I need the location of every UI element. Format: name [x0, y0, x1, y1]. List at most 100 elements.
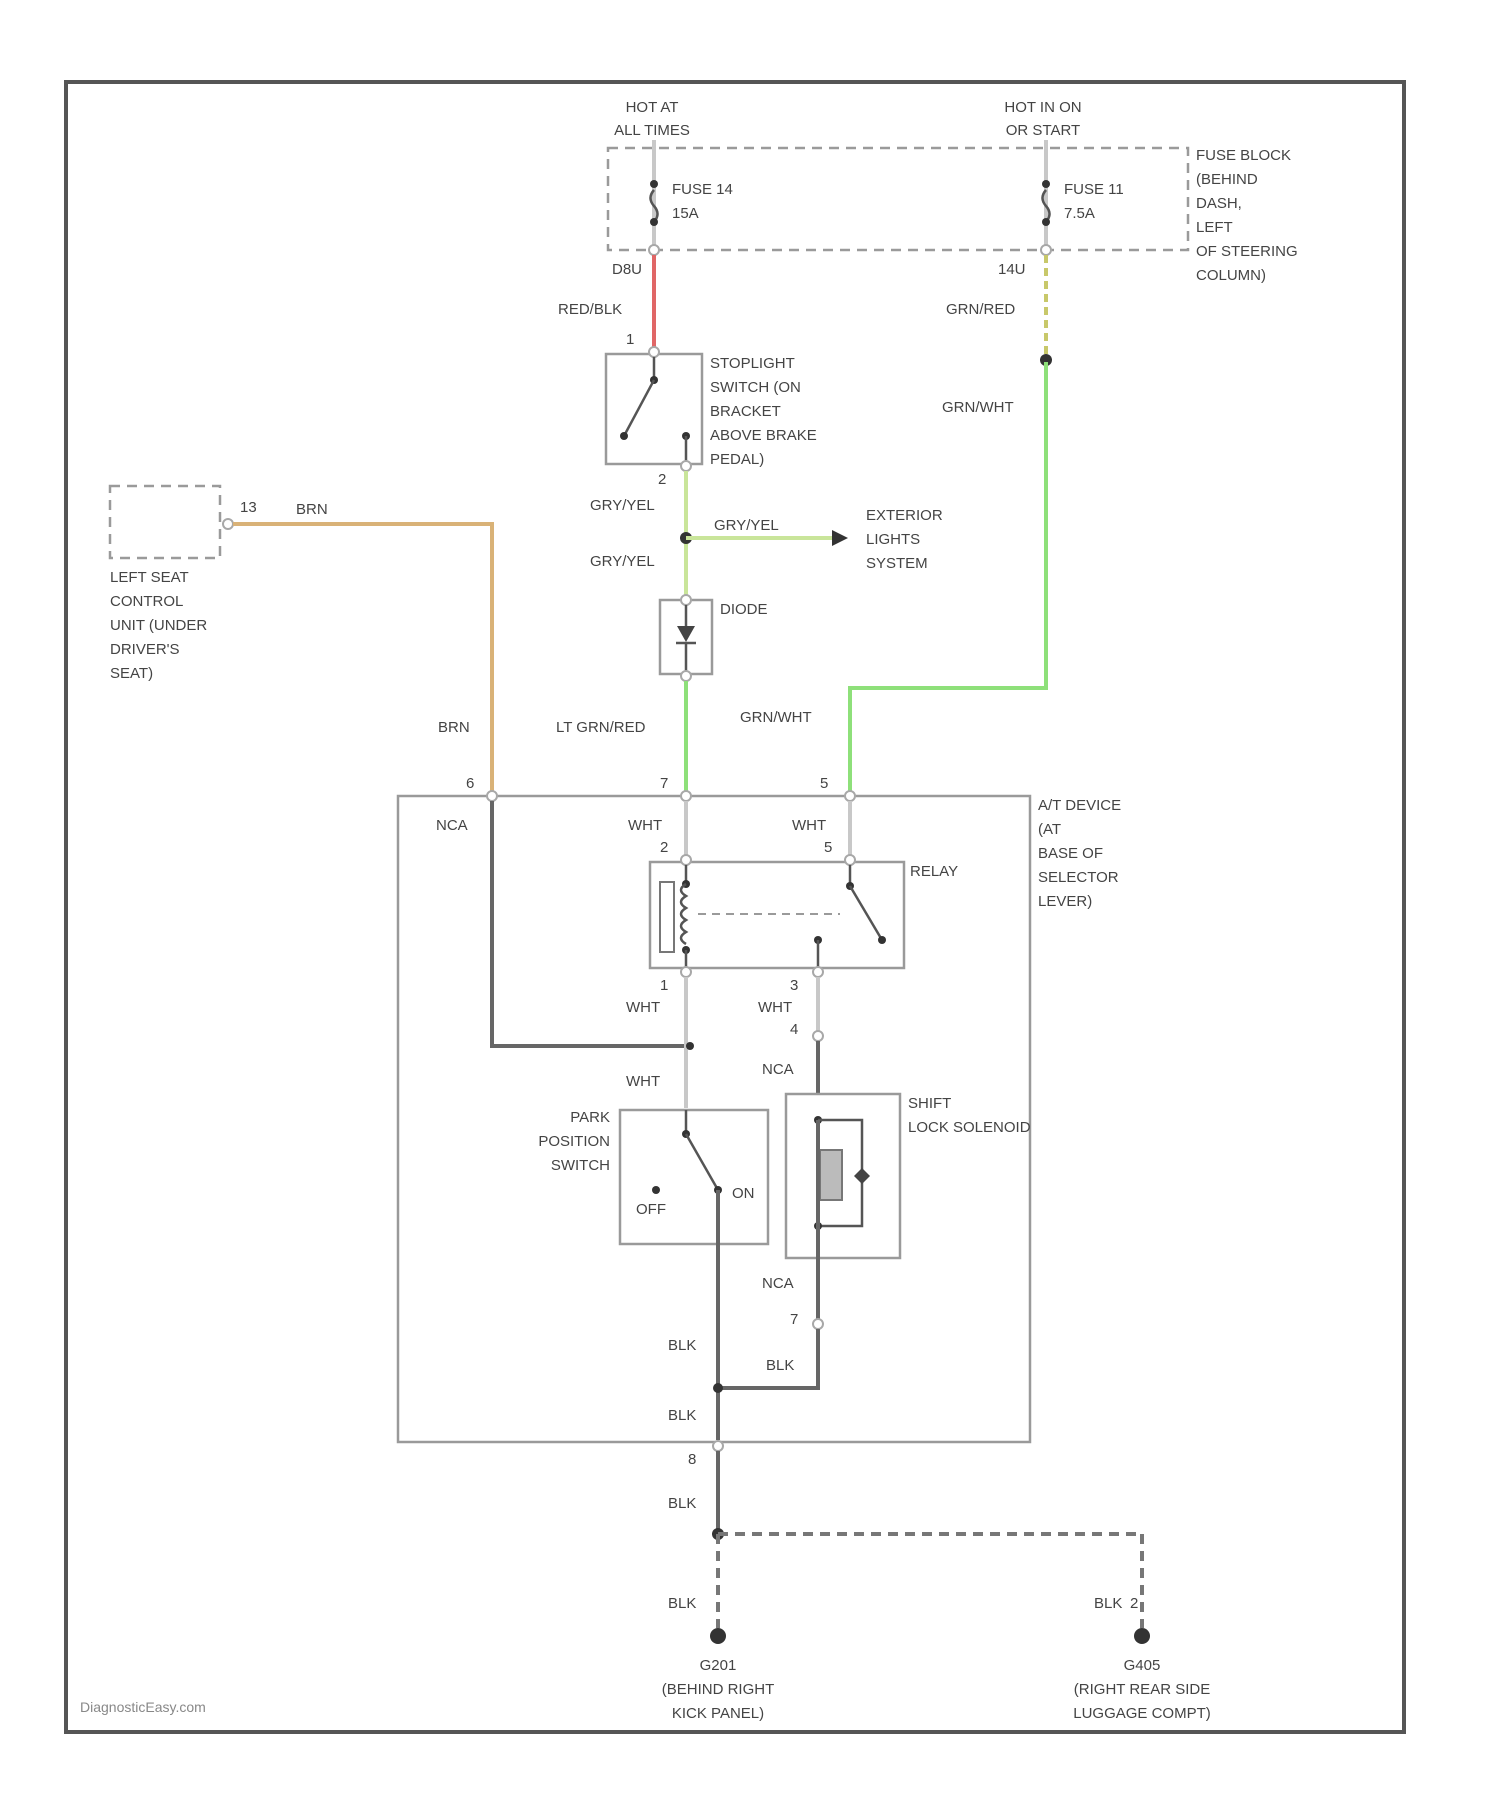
stoplight-line5: PEDAL): [710, 451, 764, 468]
at-device-line1: A/T DEVICE: [1038, 797, 1121, 814]
stoplight-pin-out-label: 2: [658, 471, 666, 488]
wire-grn-wht-right: [850, 362, 1046, 794]
fuse11-contact-top: [1042, 180, 1050, 188]
device-pin-7-label: 7: [660, 775, 668, 792]
splice-nca-wht: [686, 1042, 694, 1050]
park-line3: SWITCH: [551, 1157, 610, 1174]
device-pin-6: [487, 791, 497, 801]
fuse14-contact-top: [650, 180, 658, 188]
label-grn-wht-right: GRN/WHT: [942, 399, 1014, 416]
solenoid-pin-top-label: 4: [790, 1021, 798, 1038]
stoplight-pin-out: [681, 461, 691, 471]
exterior-lights-label: EXTERIOR LIGHTS SYSTEM: [866, 507, 943, 572]
fuse11-contact-bottom: [1042, 218, 1050, 226]
device-pin-8-label: 8: [688, 1451, 696, 1468]
label-nca-sol-bot: NCA: [762, 1275, 794, 1292]
label-gry-yel-branch: GRY/YEL: [714, 517, 779, 534]
park-switch-dot-off: [652, 1186, 660, 1194]
label-blk-e: BLK: [668, 1595, 696, 1612]
at-device-line2: (AT: [1038, 821, 1061, 838]
at-device-line5: LEVER): [1038, 893, 1092, 910]
fuse14-name: FUSE 14: [672, 181, 733, 198]
g405-pin-label: 2: [1130, 1595, 1138, 1612]
stoplight-line3: BRACKET: [710, 403, 781, 420]
stoplight-contact-b: [620, 432, 628, 440]
diode-label: DIODE: [720, 601, 768, 618]
splice-blk: [713, 1383, 723, 1393]
park-switch-box: [620, 1110, 768, 1244]
fuse-block-line2: (BEHIND: [1196, 171, 1258, 188]
label-gry-yel-1: GRY/YEL: [590, 497, 655, 514]
device-pin-6-label: 6: [466, 775, 474, 792]
fuse-block-line1: FUSE BLOCK: [1196, 147, 1291, 164]
diode-pin-bottom: [681, 671, 691, 681]
device-pin-7: [681, 791, 691, 801]
fuse-block-line4: LEFT: [1196, 219, 1233, 236]
relay-pin-bl: [681, 967, 691, 977]
fuse11-rating: 7.5A: [1064, 205, 1095, 222]
fuse14-contact-bottom: [650, 218, 658, 226]
relay-pin-tl: [681, 855, 691, 865]
stoplight-pin-in: [649, 347, 659, 357]
fuse-block-label: FUSE BLOCK (BEHIND DASH, LEFT OF STEERIN…: [1196, 147, 1298, 284]
label-gry-yel-2: GRY/YEL: [590, 553, 655, 570]
hot-all-times-line2: ALL TIMES: [614, 122, 690, 139]
park-on-label: ON: [732, 1185, 755, 1202]
at-device-line3: BASE OF: [1038, 845, 1103, 862]
label-blk-b: BLK: [766, 1357, 794, 1374]
g201-line2: (BEHIND RIGHT: [662, 1681, 775, 1698]
solenoid-pin-bottom-label: 7: [790, 1311, 798, 1328]
solenoid-line1: SHIFT: [908, 1095, 951, 1112]
relay-pin-br: [813, 967, 823, 977]
exterior-line3: SYSTEM: [866, 555, 928, 572]
device-pin-5: [845, 791, 855, 801]
diode-pin-top: [681, 595, 691, 605]
wire-brn: [233, 524, 492, 794]
label-grn-wht-low: GRN/WHT: [740, 709, 812, 726]
relay-pin-bl-label: 1: [660, 977, 668, 994]
seat-unit-pin: [223, 519, 233, 529]
seat-unit-pin-label: 13: [240, 499, 257, 516]
seat-line1: LEFT SEAT: [110, 569, 189, 586]
watermark: DiagnosticEasy.com: [80, 1699, 206, 1715]
relay-contact-dot-b: [878, 936, 886, 944]
solenoid-coil: [820, 1150, 842, 1200]
solenoid-pin-top: [813, 1031, 823, 1041]
ground-g201-icon: [710, 1628, 726, 1644]
hot-all-times-line1: HOT AT: [626, 99, 679, 116]
g405-label: G405 (RIGHT REAR SIDE LUGGAGE COMPT): [1073, 1657, 1211, 1722]
relay-label: RELAY: [910, 863, 958, 880]
ground-g405-icon: [1134, 1628, 1150, 1644]
label-lt-grn-red: LT GRN/RED: [556, 719, 646, 736]
label-wht-e: WHT: [626, 1073, 660, 1090]
fuse-block-outline: [608, 148, 1188, 250]
exterior-line1: EXTERIOR: [866, 507, 943, 524]
label-nca-left: NCA: [436, 817, 468, 834]
at-device-line4: SELECTOR: [1038, 869, 1119, 886]
park-off-label: OFF: [636, 1201, 666, 1218]
stoplight-pin-in-label: 1: [626, 331, 634, 348]
stoplight-switch-label: STOPLIGHT SWITCH (ON BRACKET ABOVE BRAKE…: [710, 355, 817, 468]
seat-line5: SEAT): [110, 665, 153, 682]
label-blk-f: BLK: [1094, 1595, 1122, 1612]
solenoid-pin-bottom: [813, 1319, 823, 1329]
label-wht-a: WHT: [628, 817, 662, 834]
label-grn-red: GRN/RED: [946, 301, 1015, 318]
fuse14-rating: 15A: [672, 205, 699, 222]
relay-pin-tr-label: 5: [824, 839, 832, 856]
fuse-block-line6: COLUMN): [1196, 267, 1266, 284]
solenoid-line2: LOCK SOLENOID: [908, 1119, 1031, 1136]
fuse14-pin-label: D8U: [612, 261, 642, 278]
hot-run-start-line1: HOT IN ON: [1004, 99, 1081, 116]
label-blk-a: BLK: [668, 1337, 696, 1354]
arrow-exterior-lights: [832, 530, 848, 546]
g405-line2: (RIGHT REAR SIDE: [1074, 1681, 1210, 1698]
g201-line3: KICK PANEL): [672, 1705, 764, 1722]
power-labels: HOT AT ALL TIMES HOT IN ON OR START: [614, 99, 1082, 139]
fuse11-name: FUSE 11: [1064, 181, 1124, 198]
park-switch-label: PARK POSITION SWITCH: [538, 1109, 610, 1174]
exterior-line2: LIGHTS: [866, 531, 920, 548]
label-brn-down: BRN: [438, 719, 470, 736]
seat-unit-label: LEFT SEAT CONTROL UNIT (UNDER DRIVER'S S…: [110, 569, 207, 682]
seat-line3: UNIT (UNDER: [110, 617, 207, 634]
